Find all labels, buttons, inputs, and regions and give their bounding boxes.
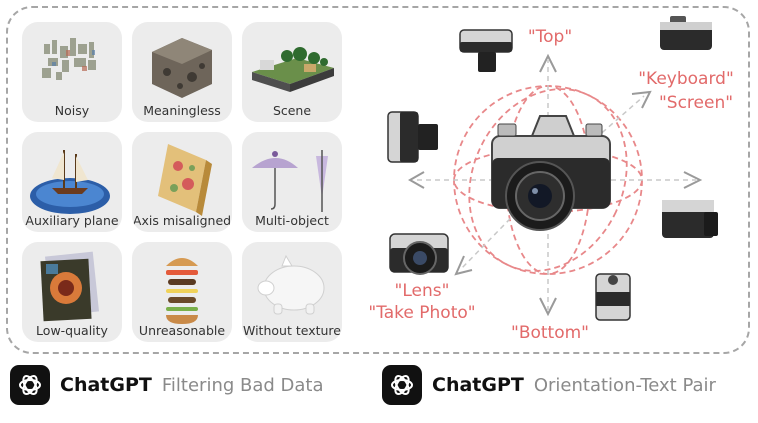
label-keyboard: "Keyboard" [638,69,734,89]
tile-label: Multi-object [255,213,329,228]
brand-name: ChatGPT [60,374,152,396]
tile-auxiliary-plane: Auxiliary plane [22,132,122,232]
footer-left: ChatGPT Filtering Bad Data [10,364,324,406]
tile-multi-object: Multi-object [242,132,342,232]
bottom-view-camera [595,273,631,321]
tile-label: Unreasonable [138,323,226,338]
label-lens: "Lens" [395,281,450,301]
brand-name: ChatGPT [432,374,524,396]
chatgpt-logo-icon [10,365,50,405]
axis-arrowheads [407,53,703,317]
multi-object-image [252,150,328,212]
tile-label: Low-quality [36,323,108,338]
tile-label: Without texture [243,323,341,338]
label-take-photo: "Take Photo" [368,303,475,323]
chatgpt-logo-icon [382,365,422,405]
scene-image [252,47,334,92]
label-screen: "Screen" [659,93,733,113]
tile-unreasonable: Unreasonable [132,242,232,342]
tile-meaningless: Meaningless [132,22,232,122]
axis-misaligned-image [158,144,212,216]
footer-right: ChatGPT Orientation-Text Pair [382,364,716,406]
noisy-object-image [42,38,96,80]
tile-label: Auxiliary plane [25,213,119,228]
tile-low-quality: Low-quality [22,242,122,342]
auxiliary-plane-image [30,150,110,214]
textureless-piggy-bank-image [257,254,325,315]
label-bottom: "Bottom" [511,323,589,343]
top-right-camera [660,16,712,50]
tile-label: Axis misaligned [132,213,232,228]
meaningless-object-image [152,38,212,98]
orientation-diagram: "Top" "Keyboard" "Screen" "Lens" "Take P… [368,16,734,343]
task-caption: Filtering Bad Data [161,374,324,396]
tile-scene: Scene [242,22,342,122]
lens-view-camera [389,233,449,275]
unreasonable-burger-image [166,258,198,324]
dashed-frame [6,6,750,354]
left-view-camera [387,111,438,163]
tile-noisy: Noisy [22,22,122,122]
low-quality-image [40,251,100,322]
tile-label: Meaningless [143,103,221,118]
center-camera [491,115,611,231]
tile-label: Noisy [54,103,90,118]
label-top: "Top" [528,27,572,47]
right-view-camera [662,200,718,238]
tile-label: Scene [272,103,312,118]
tile-axis-misaligned: Axis misaligned [132,132,232,232]
task-caption: Orientation-Text Pair [533,374,716,396]
top-view-camera [459,29,513,72]
tile-without-texture: Without texture [242,242,342,342]
